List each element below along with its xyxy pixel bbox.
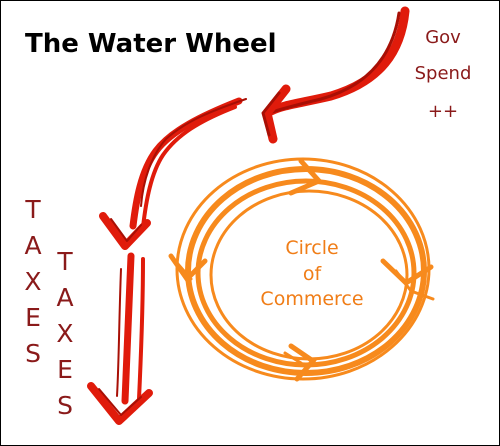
circle-of-commerce-ring xyxy=(168,157,435,382)
circle-label-line-1: Circle xyxy=(285,237,339,259)
taxes-label-left: TAXES xyxy=(24,195,42,368)
gov-label-line-2: Spend xyxy=(414,63,472,84)
taxes-outflow-lower xyxy=(87,252,153,425)
page-title: The Water Wheel xyxy=(25,29,277,59)
taxes-outflow-upper xyxy=(99,97,247,250)
circle-label-line-3: Commerce xyxy=(260,288,364,310)
gov-spend-arrow xyxy=(261,6,410,144)
gov-label-line-3: ++ xyxy=(427,101,459,122)
circle-label-line-2: of xyxy=(302,263,322,285)
gov-label-line-1: Gov xyxy=(425,27,461,48)
taxes-label-right: TAXES xyxy=(56,247,74,420)
